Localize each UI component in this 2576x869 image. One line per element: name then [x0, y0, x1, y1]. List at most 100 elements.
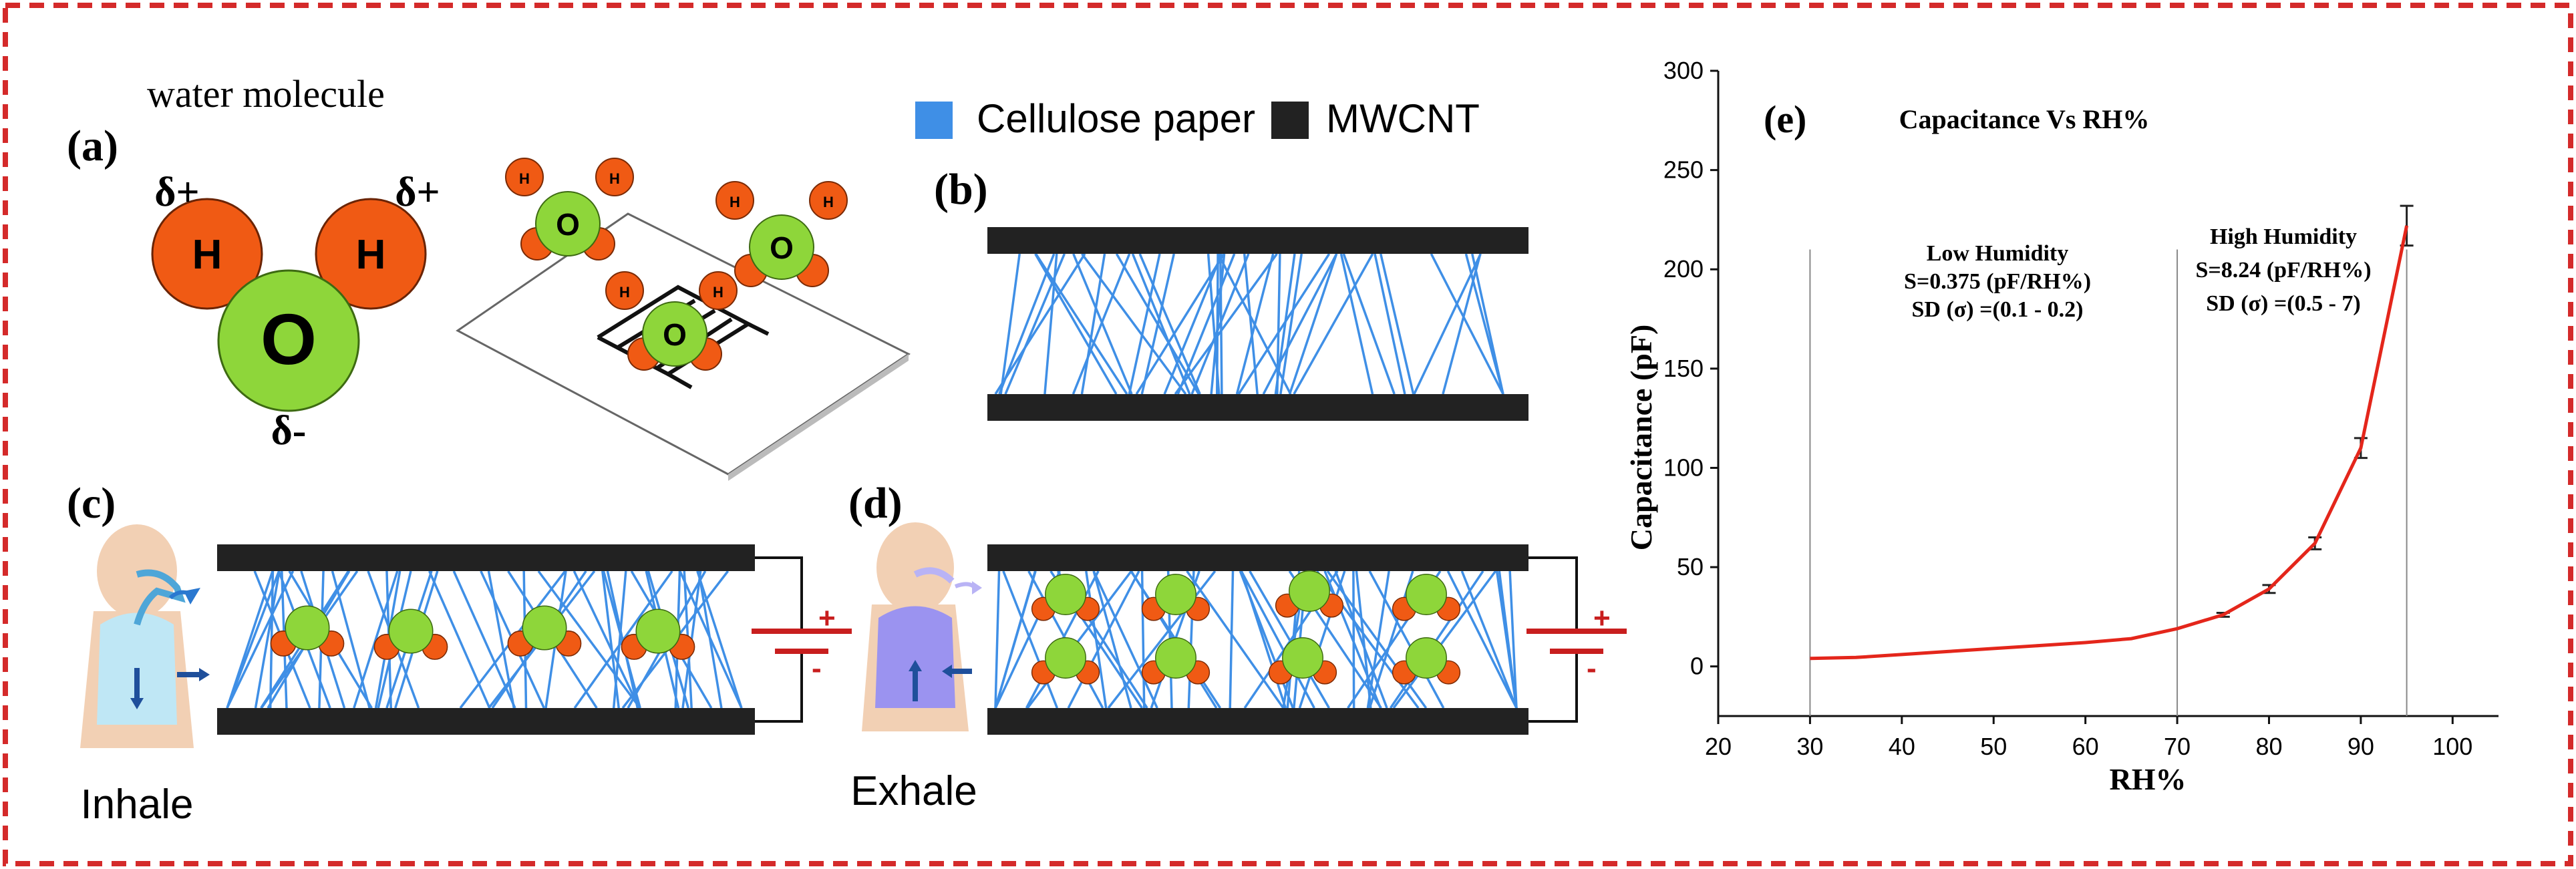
- exhale-caption: Exhale: [850, 768, 977, 814]
- cellulose-fiber: [696, 570, 743, 709]
- sensor-paper-illustration: H H O H H O H H O: [456, 158, 911, 481]
- cellulose-fiber: [1464, 253, 1504, 395]
- mwcnt-electrode-bottom-b: [987, 394, 1528, 421]
- cellulose-fiber: [1115, 253, 1200, 395]
- battery-minus-d: -: [1587, 652, 1597, 685]
- paper-edge: [728, 354, 909, 481]
- legend-swatch-mwcnt: [1271, 102, 1309, 139]
- cellulose-fiber: [1072, 253, 1131, 395]
- cellulose-fiber: [1352, 570, 1355, 709]
- cellulose-fiber: [1368, 570, 1445, 709]
- cellulose-fiber: [1080, 253, 1106, 395]
- cellulose-fiber: [998, 253, 1056, 395]
- cellulose-fiber: [1355, 570, 1372, 709]
- x-tick-label: 40: [1889, 733, 1915, 760]
- panel-d: (d) Exhale: [848, 479, 1627, 814]
- cellulose-fiber: [1081, 252, 1187, 395]
- cellulose-fibers-b: [994, 252, 1504, 395]
- panel-d-label: (d): [848, 479, 903, 528]
- svg-text:O: O: [556, 207, 580, 242]
- cellulose-fiber: [1374, 253, 1406, 395]
- cellulose-fiber: [1339, 253, 1374, 395]
- water-molecules-inhale: [270, 605, 695, 660]
- cellulose-fiber: [1460, 570, 1518, 709]
- mwcnt-electrode-top-d: [987, 544, 1528, 571]
- delta-plus-left: δ+: [154, 170, 200, 215]
- cellulose-fiber: [1240, 570, 1287, 709]
- y-tick-label: 0: [1690, 653, 1704, 680]
- x-tick-label: 30: [1796, 733, 1823, 760]
- cellulose-fiber: [994, 570, 1037, 709]
- cellulose-fiber: [1446, 570, 1518, 709]
- cellulose-fiber: [1217, 253, 1292, 395]
- cellulose-fiber: [1138, 253, 1201, 395]
- cellulose-fiber: [226, 570, 281, 709]
- capacitance-curve: [1810, 225, 2409, 661]
- low-humidity-slope: S=0.375 (pF/RH%): [1904, 269, 2091, 294]
- cellulose-fiber: [679, 570, 743, 709]
- panel-a-label: (a): [67, 122, 118, 170]
- cellulose-fiber: [1229, 570, 1235, 709]
- cellulose-fiber: [1140, 570, 1146, 709]
- panel-b-label: (b): [934, 165, 988, 214]
- panel-c: (c) Inhale + -: [67, 479, 852, 828]
- human-exhale-icon: [862, 522, 982, 731]
- cellulose-fiber: [1210, 253, 1226, 395]
- svg-text:H: H: [713, 284, 723, 301]
- figure-border: [3, 3, 2573, 866]
- cellulose-fiber: [1288, 253, 1338, 395]
- cellulose-fiber: [353, 570, 399, 709]
- cellulose-fiber: [537, 570, 641, 709]
- legend-label-cellulose: Cellulose paper: [977, 96, 1255, 141]
- water-molecule-large: H H O δ+ δ+ δ-: [151, 170, 440, 454]
- cellulose-fiber: [254, 570, 281, 709]
- panel-b: (b): [934, 165, 1528, 421]
- chart-axes: [1710, 69, 2499, 724]
- cellulose-fiber: [999, 253, 1021, 395]
- cellulose-fiber: [1026, 570, 1132, 709]
- battery-c: + -: [752, 556, 852, 723]
- x-tick-label: 90: [2348, 733, 2374, 760]
- cellulose-fiber: [1430, 253, 1504, 395]
- high-humidity-title: High Humidity: [2210, 224, 2357, 249]
- battery-minus-c: -: [812, 652, 822, 685]
- x-axis-label: RH%: [2110, 762, 2187, 796]
- cellulose-fiber: [1334, 570, 1388, 709]
- low-humidity-annotation: Low Humidity S=0.375 (pF/RH%) SD (σ) =(0…: [1904, 241, 2091, 322]
- svg-text:O: O: [770, 230, 794, 265]
- hydrogen-atom-left: [151, 198, 263, 310]
- cellulose-fiber: [1002, 570, 1059, 709]
- svg-text:H: H: [609, 170, 620, 187]
- cellulose-fiber: [1092, 570, 1158, 709]
- cellulose-fiber: [1442, 253, 1482, 395]
- cellulose-fiber: [1508, 570, 1518, 709]
- cellulose-fiber: [1163, 253, 1223, 395]
- mwcnt-electrode-top-c: [217, 544, 755, 571]
- cellulose-fiber: [428, 570, 491, 709]
- high-humidity-sd: SD (σ) =(0.5 - 7): [2206, 291, 2360, 316]
- x-tick-label: 100: [2432, 733, 2472, 760]
- battery-plus-c: +: [818, 602, 836, 635]
- mwcnt-electrode-bottom-d: [987, 708, 1528, 735]
- cellulose-fiber: [1243, 253, 1259, 395]
- high-humidity-annotation: High Humidity S=8.24 (pF/RH%) SD (σ) =(0…: [2195, 224, 2371, 316]
- y-tick-label: 250: [1663, 156, 1704, 184]
- cellulose-fiber: [226, 570, 295, 709]
- cellulose-fiber: [1067, 570, 1140, 709]
- cellulose-fiber: [1293, 253, 1374, 395]
- water-molecule-title: water molecule: [147, 72, 385, 116]
- cellulose-fiber: [1279, 253, 1303, 395]
- y-tick-label: 50: [1677, 553, 1704, 580]
- material-legend: Cellulose paper MWCNT: [915, 96, 1480, 141]
- cellulose-fiber: [1298, 570, 1346, 709]
- mwcnt-electrode-top-b: [987, 227, 1528, 254]
- cellulose-fiber: [1366, 570, 1390, 709]
- delta-minus: δ-: [271, 408, 307, 454]
- y-tick-label: 300: [1663, 57, 1704, 84]
- cellulose-fiber: [1237, 253, 1331, 395]
- low-humidity-title: Low Humidity: [1927, 241, 2069, 266]
- y-tick-label: 100: [1663, 454, 1704, 481]
